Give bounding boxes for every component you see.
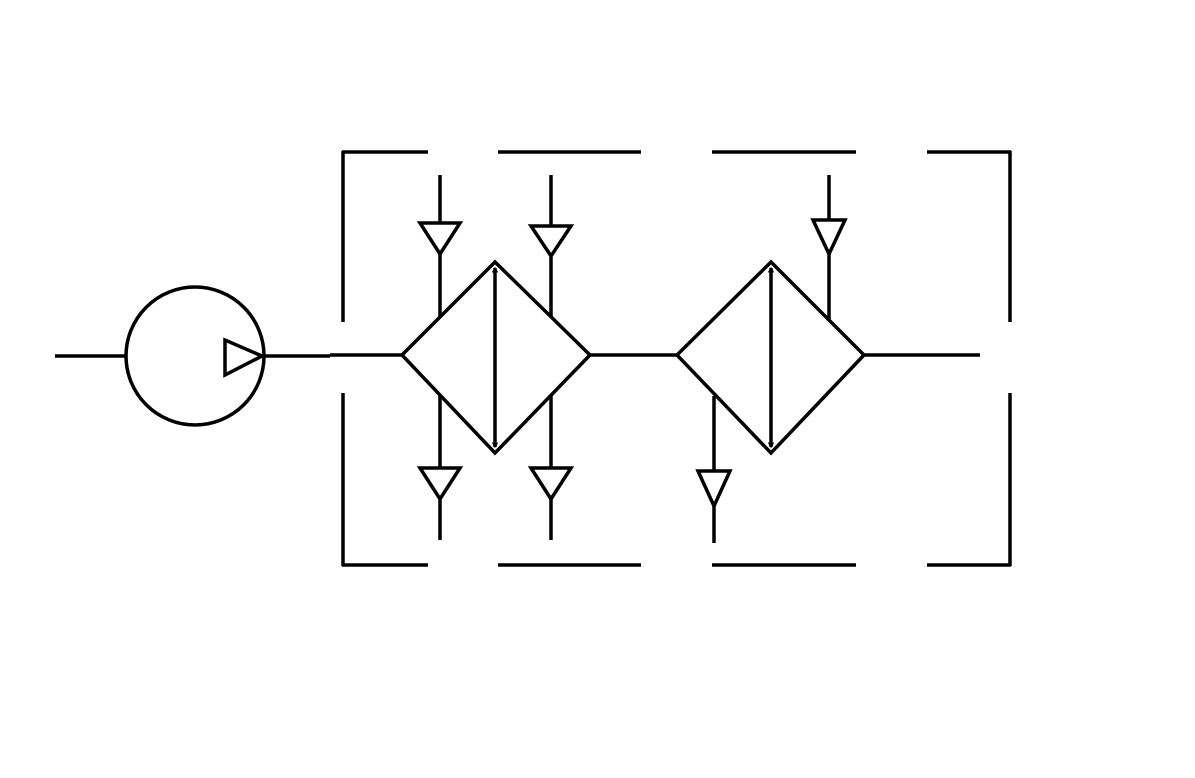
heat-exchanger-1 (399, 259, 593, 456)
equipment-enclosure (341, 150, 1012, 567)
heat-exchanger-2 (674, 259, 867, 456)
hx2-diamond (674, 259, 867, 456)
pump-triangle-icon (223, 337, 267, 378)
hx1-diamond (399, 259, 593, 456)
hx1-inlet-top-right (527, 175, 575, 316)
hx1-outlet-bottom-left (416, 395, 464, 540)
down-triangle-icon (416, 466, 464, 503)
hx1-inlet-top-left (416, 175, 464, 316)
down-triangle-icon (527, 224, 575, 260)
hx2-inlet-top (810, 175, 848, 320)
down-triangle-icon (810, 218, 848, 259)
down-triangle-icon (695, 469, 733, 511)
pump-circle (124, 285, 266, 427)
pump (55, 285, 330, 427)
down-triangle-icon (416, 221, 464, 258)
hx1-outlet-bottom-right (527, 395, 575, 540)
down-triangle-icon (527, 466, 575, 503)
hx2-outlet-bottom (695, 396, 733, 543)
